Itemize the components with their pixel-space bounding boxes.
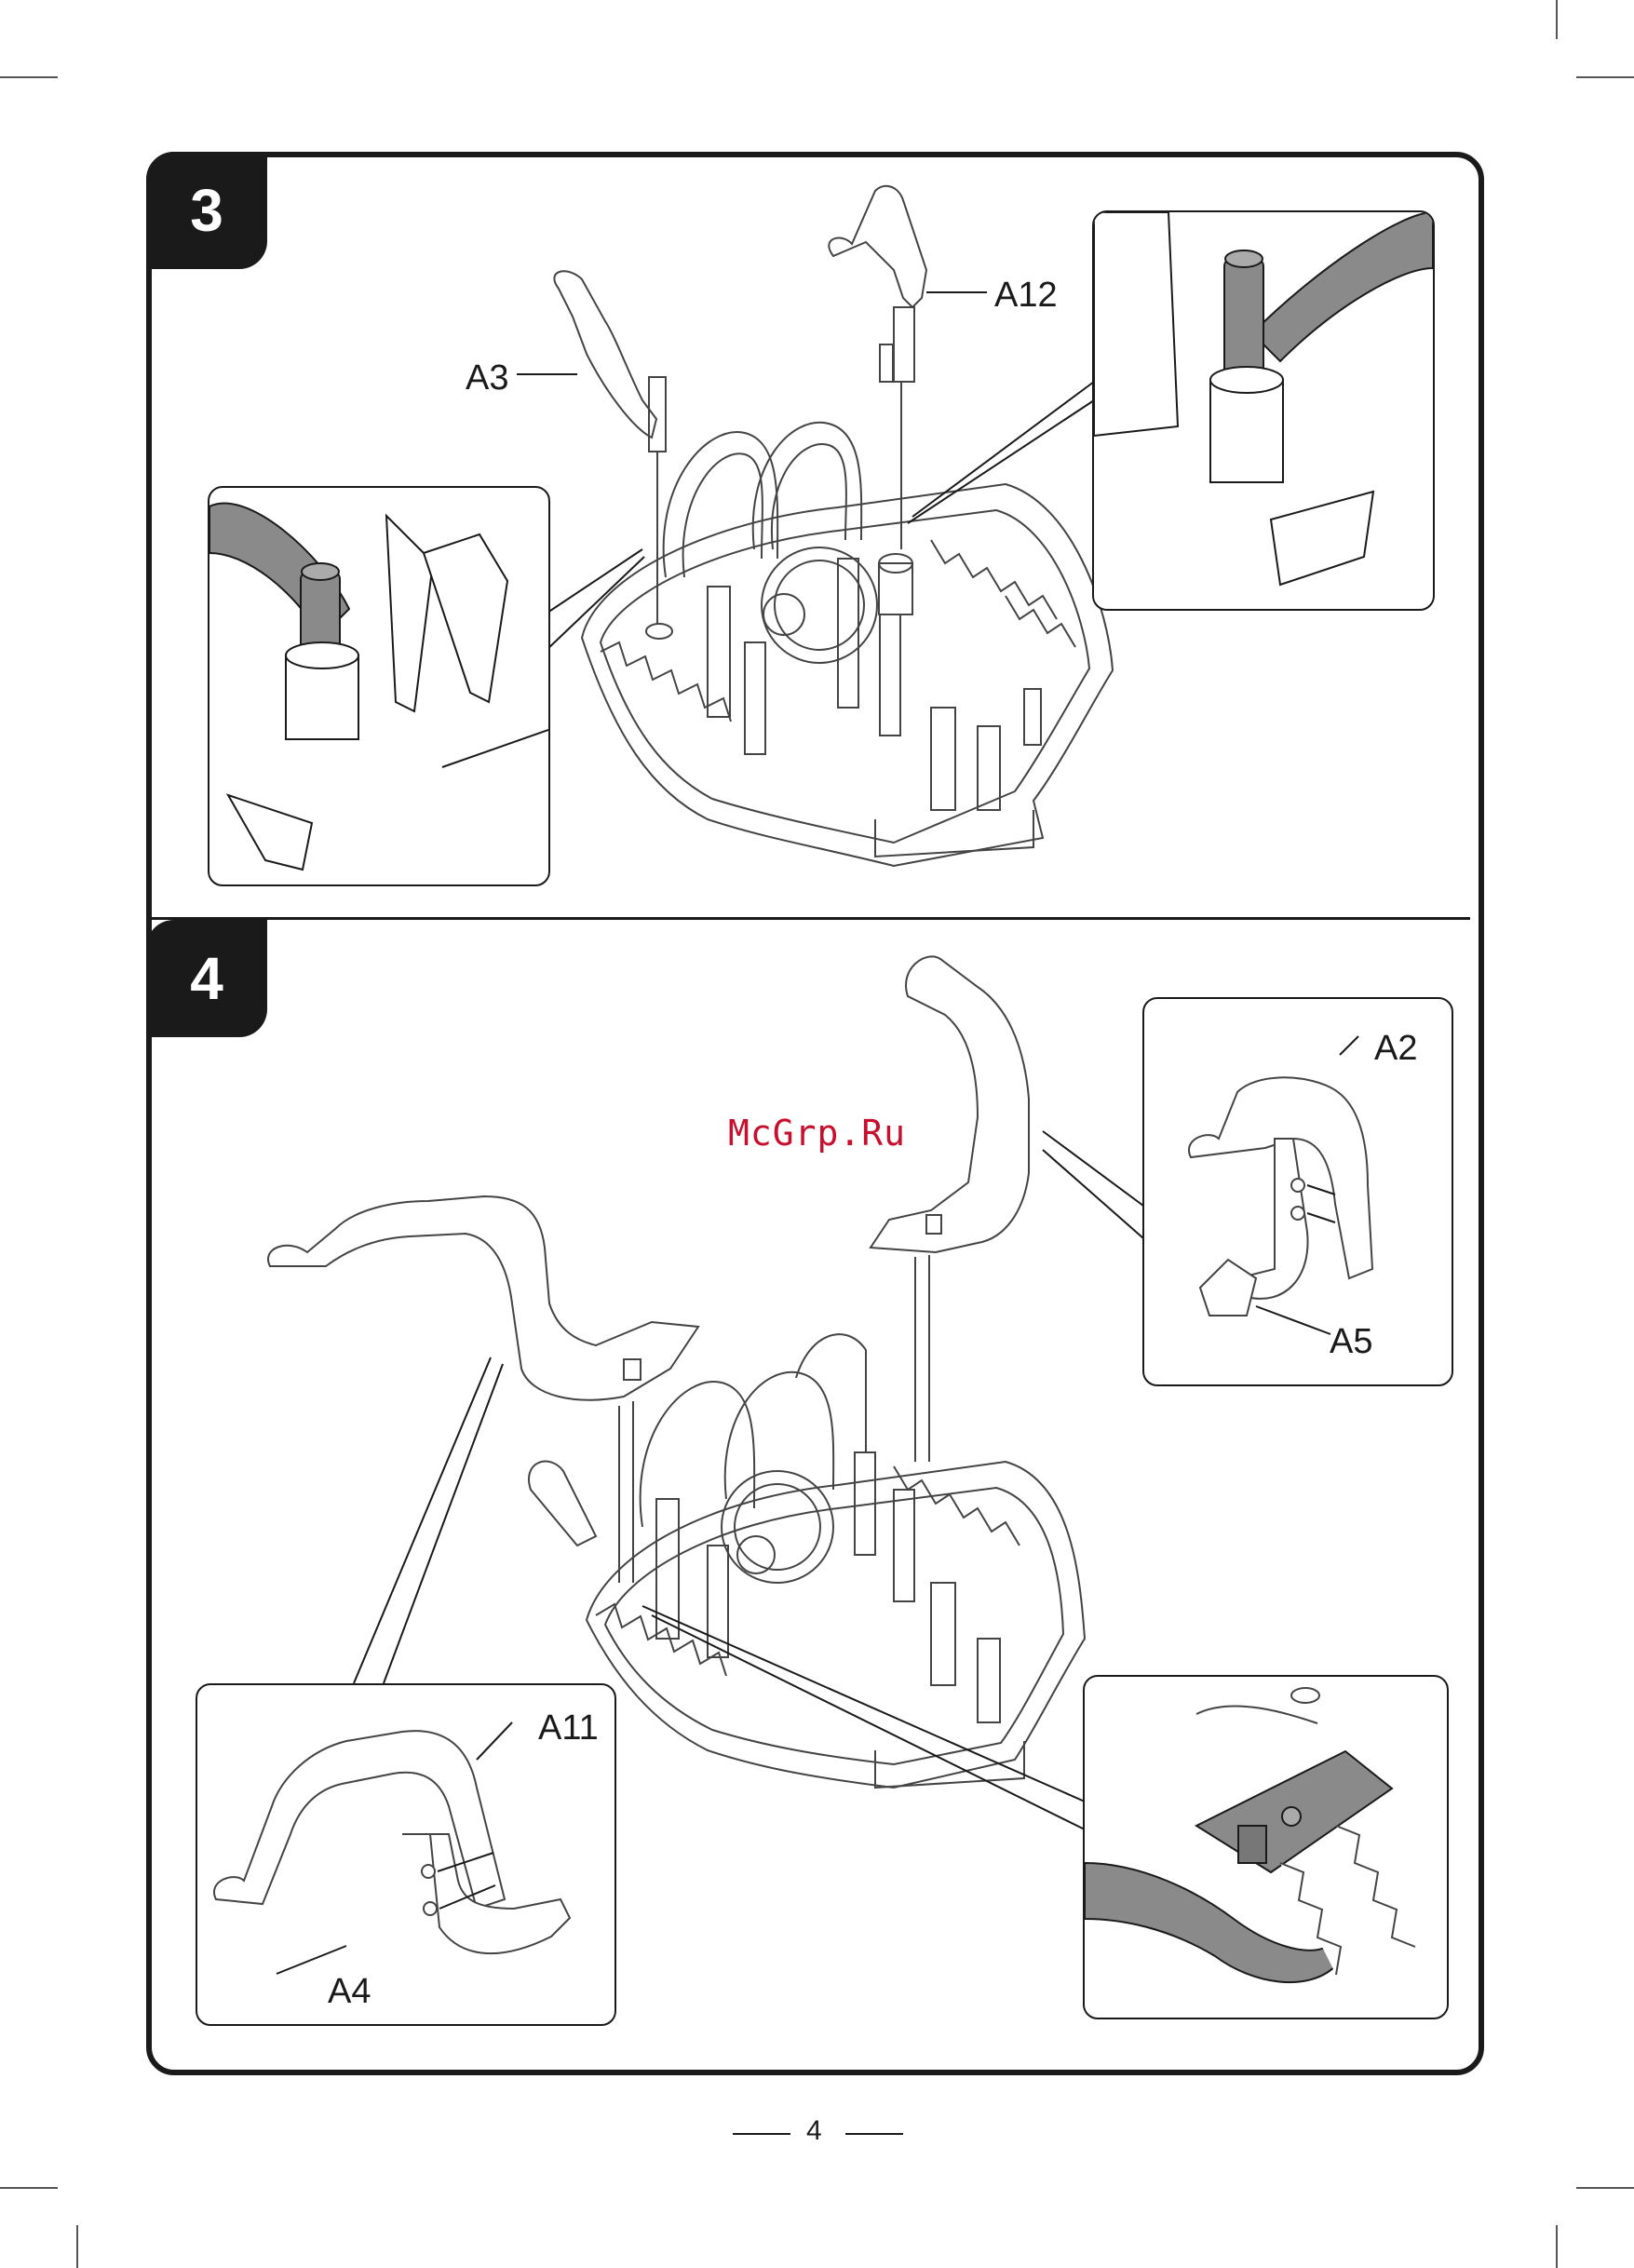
page-number-rule-left (733, 2133, 790, 2135)
crop-mark (1576, 76, 1634, 78)
callout-a3: A3 (466, 358, 508, 398)
step-3-detail-right (1092, 210, 1435, 611)
watermark: McGrp.Ru (728, 1113, 906, 1154)
crop-mark (76, 2225, 78, 2268)
crop-mark (1576, 2187, 1634, 2189)
callout-a2: A2 (1374, 1029, 1417, 1069)
step-4-detail-clip (1083, 1675, 1449, 2019)
callout-a12: A12 (994, 276, 1058, 316)
page-number: 4 (806, 2115, 822, 2147)
callout-a4: A4 (328, 1972, 371, 2012)
step-4-badge: 4 (146, 920, 267, 1037)
step-3-badge: 3 (146, 152, 267, 269)
crop-mark (1556, 2225, 1558, 2268)
crop-mark (0, 76, 58, 78)
crop-mark (1556, 0, 1558, 39)
callout-a5: A5 (1330, 1322, 1372, 1362)
step-divider (152, 917, 1470, 920)
step-3-detail-left (208, 486, 550, 886)
crop-mark (0, 2187, 58, 2189)
callout-a11: A11 (538, 1708, 599, 1748)
page-number-rule-right (845, 2133, 903, 2135)
